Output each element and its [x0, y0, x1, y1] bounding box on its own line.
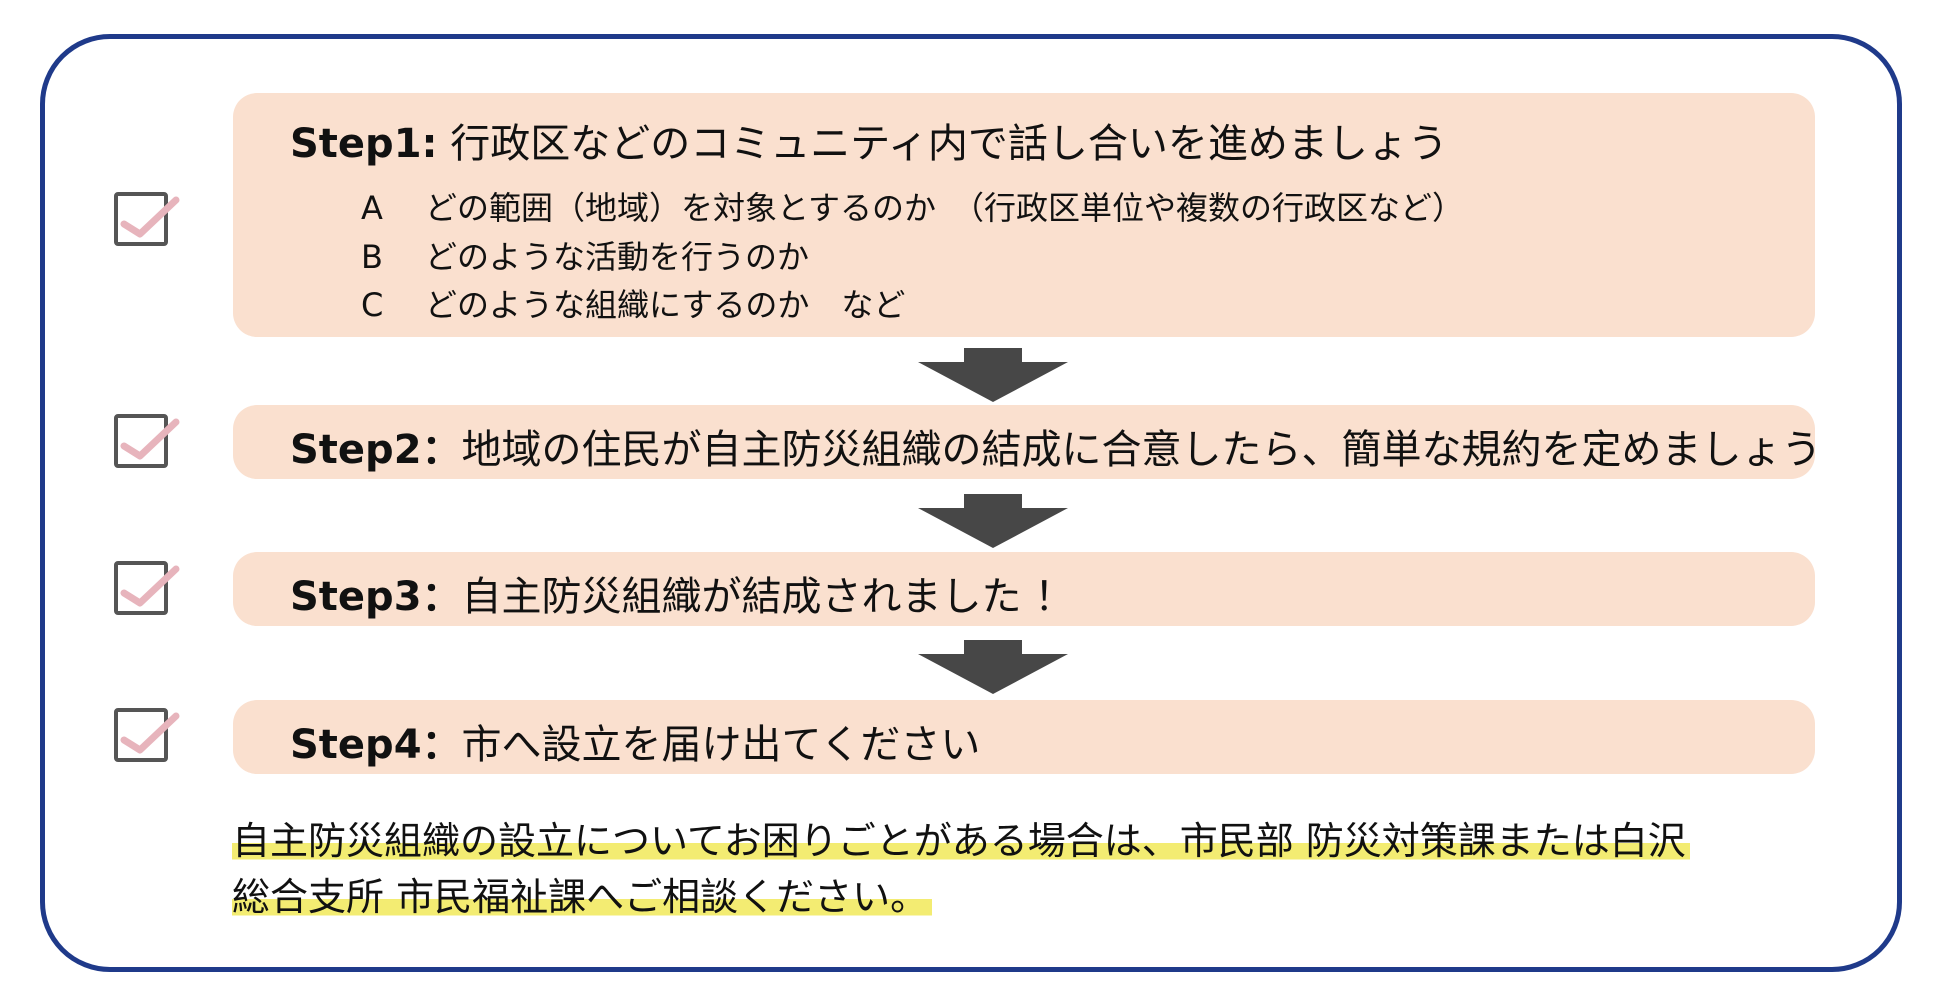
step1-text: 行政区などのコミュニティ内で話し合いを進めましょう	[450, 121, 1448, 167]
check-mark-icon	[120, 712, 180, 754]
outer-frame	[40, 34, 1902, 972]
down-arrow-icon	[918, 348, 1068, 402]
step2-checkbox[interactable]	[114, 414, 180, 468]
item-text: どのような組織にするのか など	[425, 286, 906, 324]
step4-box: Step4：市へ設立を届け出てください	[233, 700, 1815, 774]
step1-label: Step1:	[290, 121, 438, 167]
check-mark-icon	[120, 565, 180, 607]
item-text: どの範囲（地域）を対象とするのか （行政区単位や複数の行政区など）	[425, 189, 1465, 227]
step1-item-c: C どのような組織にするのか など	[361, 280, 905, 326]
step2-label: Step2：	[290, 427, 462, 473]
note-line2-text: 総合支所 市民福祉課へご相談ください。	[232, 875, 933, 919]
step3-box: Step3：自主防災組織が結成されました ！	[233, 552, 1815, 626]
step3-text: 自主防災組織が結成されました ！	[461, 574, 1075, 620]
step1-checkbox[interactable]	[114, 192, 180, 246]
step3-checkbox[interactable]	[114, 561, 180, 615]
step1-heading: Step1: 行政区などのコミュニティ内で話し合いを進めましょう	[290, 111, 1448, 169]
step4-text: 市へ設立を届け出てください	[461, 722, 981, 768]
note-line1-text: 自主防災組織の設立についてお困りごとがある場合は、市民部 防災対策課または白沢	[232, 819, 1690, 863]
step2-box: Step2：地域の住民が自主防災組織の結成に合意したら、簡単な規約を定めましょう	[233, 405, 1822, 479]
contact-note-line2: 総合支所 市民福祉課へご相談ください。	[232, 866, 933, 921]
step1-box: Step1: 行政区などのコミュニティ内で話し合いを進めましょう A どの範囲（地…	[233, 93, 1815, 337]
contact-note-line1: 自主防災組織の設立についてお困りごとがある場合は、市民部 防災対策課または白沢	[232, 810, 1690, 865]
check-mark-icon	[120, 418, 180, 460]
step4-label: Step4：	[290, 722, 462, 768]
check-mark-icon	[120, 196, 180, 238]
down-arrow-icon	[918, 494, 1068, 548]
step3-heading: Step3：自主防災組織が結成されました ！	[290, 564, 1074, 622]
step4-heading: Step4：市へ設立を届け出てください	[290, 712, 980, 770]
item-letter: B	[361, 238, 383, 276]
item-letter: A	[361, 189, 383, 227]
item-letter: C	[361, 286, 384, 324]
step4-checkbox[interactable]	[114, 708, 180, 762]
item-text: どのような活動を行うのか	[425, 238, 810, 276]
step1-item-b: B どのような活動を行うのか	[361, 232, 809, 278]
step3-label: Step3：	[290, 574, 462, 620]
down-arrow-icon	[918, 640, 1068, 694]
step2-heading: Step2：地域の住民が自主防災組織の結成に合意したら、簡単な規約を定めましょう	[290, 417, 1822, 475]
step2-text: 地域の住民が自主防災組織の結成に合意したら、簡単な規約を定めましょう	[461, 427, 1822, 473]
step1-item-a: A どの範囲（地域）を対象とするのか （行政区単位や複数の行政区など）	[361, 183, 1464, 229]
